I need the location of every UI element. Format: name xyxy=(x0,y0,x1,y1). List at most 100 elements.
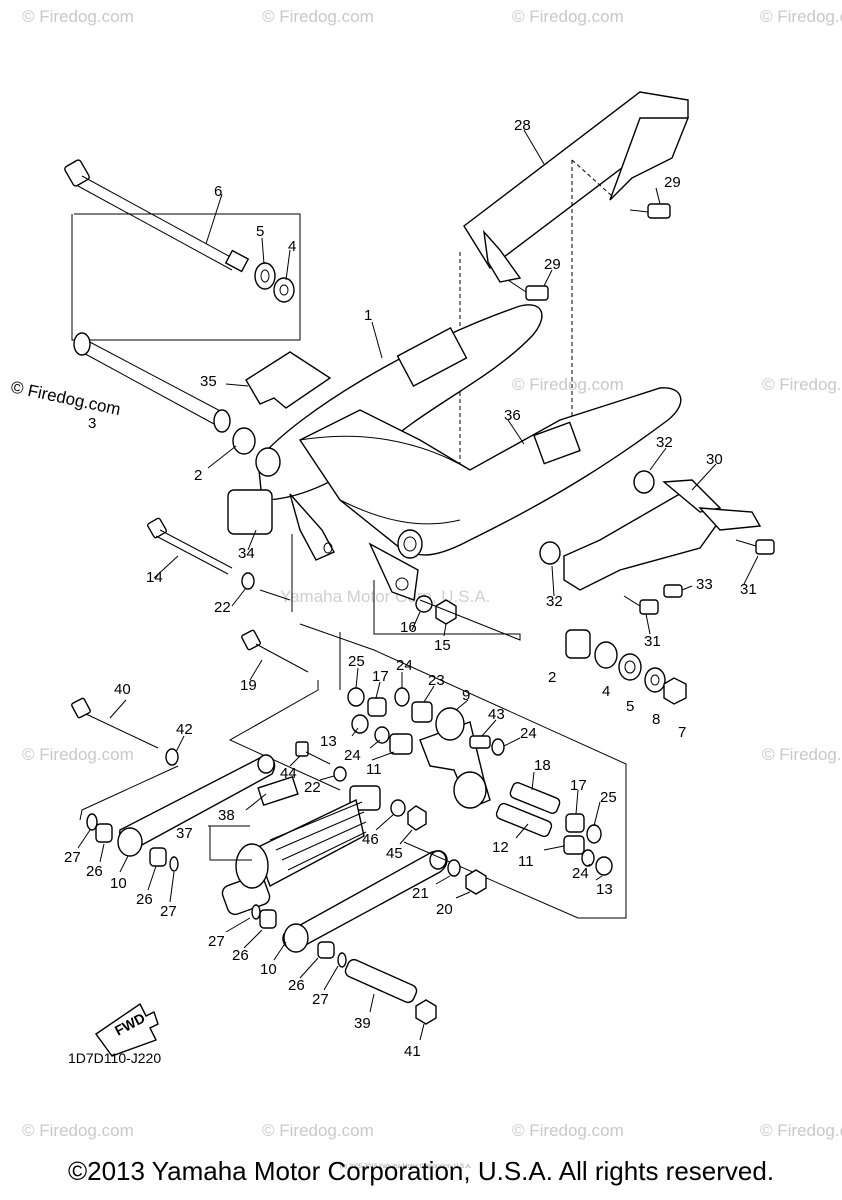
washer-46 xyxy=(390,799,406,817)
callout-number: 7 xyxy=(678,724,686,741)
bushing-26 xyxy=(317,941,335,959)
seal-24 xyxy=(581,849,595,867)
callout-number: 14 xyxy=(146,569,163,586)
callout-number: 43 xyxy=(488,706,505,723)
nut-20 xyxy=(465,869,487,895)
callout-number: 21 xyxy=(412,885,429,902)
washer-13 xyxy=(595,856,613,876)
callout-number: 4 xyxy=(288,238,296,255)
callout-number: 22 xyxy=(214,599,231,616)
collar-34 xyxy=(227,489,273,535)
callout-number: 22 xyxy=(304,779,321,796)
seal-24 xyxy=(491,738,505,756)
watermark-text: © Firedog.com xyxy=(760,7,842,26)
watermark-text: © Firedog.com xyxy=(22,7,134,26)
bearing-11 xyxy=(563,835,585,855)
nut-45 xyxy=(407,805,427,831)
washer-25 xyxy=(347,687,365,707)
nut-41 xyxy=(415,999,437,1025)
watermark-text-dark: © Firedog.com xyxy=(9,377,122,419)
callout-number: 46 xyxy=(362,831,379,848)
callout-number: 27 xyxy=(312,991,329,1008)
callout-number: 26 xyxy=(136,891,153,908)
collar-43 xyxy=(469,735,491,749)
callout-number: 33 xyxy=(696,576,713,593)
callout-number: 34 xyxy=(238,545,255,562)
watermark-text: © Firedog.com xyxy=(22,1121,134,1140)
nut-32 xyxy=(539,541,561,565)
callout-number: 36 xyxy=(504,407,521,424)
callout-number: 4 xyxy=(602,683,610,700)
bearing-23 xyxy=(411,701,433,723)
callout-number: 6 xyxy=(214,183,222,200)
watermark-text: © Firedog.com xyxy=(512,1121,624,1140)
bolt-29 xyxy=(507,279,549,301)
callout-number: 19 xyxy=(240,677,257,694)
label-38 xyxy=(257,775,299,807)
callout-number: 12 xyxy=(492,839,509,856)
bushing-26 xyxy=(95,823,113,843)
watermark-text: © Firedog.com xyxy=(760,1121,842,1140)
callout-number: 13 xyxy=(320,733,337,750)
callout-number: 31 xyxy=(740,581,757,598)
watermark-text: © Firedog.com xyxy=(262,7,374,26)
callout-number: 29 xyxy=(664,174,681,191)
callout-number: 17 xyxy=(372,668,389,685)
washer-5 xyxy=(254,262,276,290)
bearing-2 xyxy=(565,629,591,659)
callout-number: 1 xyxy=(364,307,372,324)
pivot-shaft xyxy=(64,159,250,273)
nut-15 xyxy=(435,599,457,625)
small-copyright: (c) 2005-2015 Yamaha Motor Corporation, … xyxy=(340,1164,472,1170)
watermark-text: © Firedog.com xyxy=(762,375,842,394)
nut-32 xyxy=(633,470,655,494)
callout-number: 16 xyxy=(400,619,417,636)
seal-24 xyxy=(394,687,410,707)
bearing-2 xyxy=(232,427,256,455)
collar-39 xyxy=(344,958,418,1004)
callout-number: 9 xyxy=(462,687,470,704)
seal-5 xyxy=(618,653,642,681)
relay-arm xyxy=(117,754,276,857)
chain-guard xyxy=(563,479,762,591)
center-watermark: Yamaha Motor Corp, U.S.A. xyxy=(280,587,490,606)
callout-number: 24 xyxy=(396,657,413,674)
collar-4 xyxy=(273,277,295,303)
callout-number: 30 xyxy=(706,451,723,468)
diagram-code: 1D7D110-J220 xyxy=(68,1050,161,1066)
chain-cover xyxy=(459,91,690,520)
callout-number: 37 xyxy=(176,825,193,842)
callout-number: 8 xyxy=(652,711,660,728)
shock-absorber xyxy=(221,785,381,916)
callout-number: 41 xyxy=(404,1043,421,1060)
watermark-text: © Firedog.com xyxy=(22,745,134,764)
bolt-44 xyxy=(295,741,331,765)
callout-number: 24 xyxy=(572,865,589,882)
seal-24 xyxy=(374,726,390,744)
copyright-notice: ©2013 Yamaha Motor Corporation, U.S.A. A… xyxy=(67,1156,775,1186)
callout-labels: 28 29 6 5 4 29 1 35 36 32 30 2 34 14 22 … xyxy=(64,117,757,1060)
callout-number: 5 xyxy=(626,698,634,715)
callout-number: 24 xyxy=(344,747,361,764)
callout-number: 24 xyxy=(520,725,537,742)
circlip-27 xyxy=(337,952,347,968)
callout-number: 27 xyxy=(160,903,177,920)
callout-number: 26 xyxy=(232,947,249,964)
callout-number: 26 xyxy=(86,863,103,880)
swingarm xyxy=(255,304,682,601)
callout-number: 39 xyxy=(354,1015,371,1032)
callout-number: 10 xyxy=(260,961,277,978)
callout-number: 45 xyxy=(386,845,403,862)
callout-number: 20 xyxy=(436,901,453,918)
fwd-arrow: FWD xyxy=(95,1002,159,1057)
callout-number: 13 xyxy=(596,881,613,898)
callout-number: 11 xyxy=(518,853,534,870)
circlip-27 xyxy=(169,856,179,872)
washer-42 xyxy=(165,748,179,766)
washer-22 xyxy=(241,572,255,590)
bushing-26 xyxy=(259,909,277,929)
callout-number: 18 xyxy=(534,757,551,774)
washer-25 xyxy=(586,824,602,844)
collar-12 xyxy=(495,802,553,838)
callout-number: 29 xyxy=(544,256,561,273)
